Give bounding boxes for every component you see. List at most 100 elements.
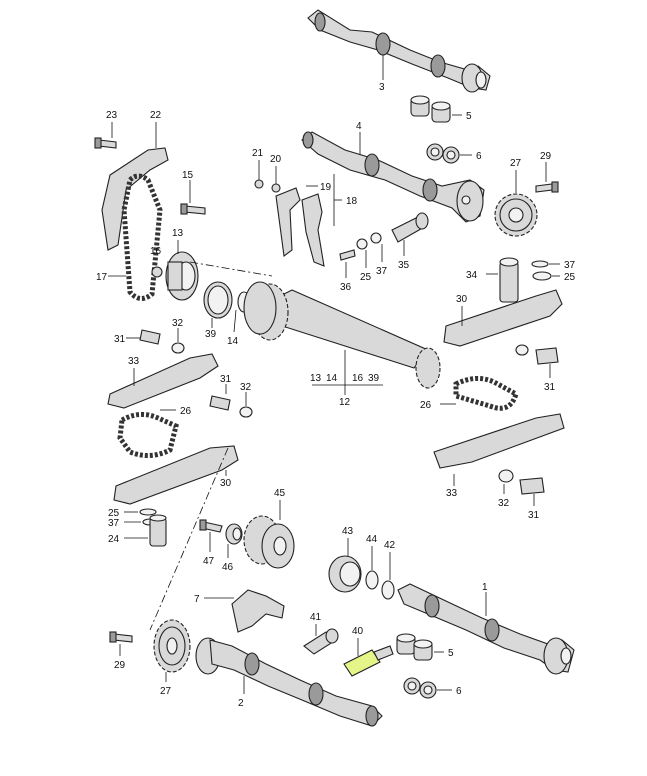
callout-7: 7 xyxy=(194,594,200,605)
bolt-36 xyxy=(339,249,356,261)
callout-45: 45 xyxy=(274,488,286,499)
spacer-46 xyxy=(225,523,243,545)
callout-37-left: 37 xyxy=(108,518,120,529)
o-ring-32-right-lower xyxy=(498,469,514,483)
seal-25-mid xyxy=(356,238,368,250)
timing-chain-17 xyxy=(121,173,163,301)
callout-25-right: 25 xyxy=(564,272,576,283)
callout-15: 15 xyxy=(182,170,194,181)
callout-32-left-mid: 32 xyxy=(240,382,252,393)
callout-22: 22 xyxy=(150,110,162,121)
callout-31-right-lower: 31 xyxy=(528,510,540,521)
sprocket-27-bottom xyxy=(153,619,191,673)
callout-17: 17 xyxy=(96,272,108,283)
callout-36: 36 xyxy=(340,282,352,293)
assembly-centerline-upper xyxy=(189,261,273,277)
tappet-43 xyxy=(328,555,362,593)
valve-40-highlighted xyxy=(343,645,394,677)
ring-37-right xyxy=(531,260,549,268)
callout-4: 4 xyxy=(356,121,362,132)
guide-rail-30-right xyxy=(443,289,563,347)
tappet-pair-bottom xyxy=(396,633,433,661)
callout-14-shaft: 14 xyxy=(326,373,338,384)
camshaft-1 xyxy=(397,583,575,675)
bolt-23 xyxy=(94,137,117,149)
callout-32-right-lower: 32 xyxy=(498,498,510,509)
callout-24: 24 xyxy=(108,534,120,545)
chain-tensioner-24 xyxy=(149,514,167,547)
callout-30-left: 30 xyxy=(220,478,232,489)
chain-tensioner-35 xyxy=(391,212,429,243)
callout-37-right: 37 xyxy=(564,260,576,271)
callout-43: 43 xyxy=(342,526,354,537)
bolt-29-top xyxy=(535,181,559,193)
callout-5-bottom: 5 xyxy=(448,648,454,659)
callout-26-left: 26 xyxy=(180,406,192,417)
callout-47: 47 xyxy=(203,556,215,567)
callout-25-mid: 25 xyxy=(360,272,372,283)
callout-27-bottom: 27 xyxy=(160,686,172,697)
callout-39-left: 39 xyxy=(205,329,217,340)
o-ring-32-right-upper xyxy=(515,344,529,356)
callout-12: 12 xyxy=(339,397,351,408)
bolt-31-right-lower xyxy=(519,477,545,495)
timing-chain-26-left xyxy=(117,412,179,458)
sprocket-27-top xyxy=(494,193,538,237)
callout-31-left-mid: 31 xyxy=(220,374,232,385)
seal-25-left xyxy=(139,508,157,516)
guide-rail-33-left xyxy=(107,353,219,409)
sensor-41 xyxy=(303,628,339,655)
callout-19: 19 xyxy=(320,182,332,193)
chain-tensioner-34 xyxy=(499,257,519,303)
bolt-47 xyxy=(199,519,223,533)
callout-13-shaft: 13 xyxy=(310,373,322,384)
bolt-31-right-upper xyxy=(535,347,559,365)
washer-16 xyxy=(151,266,163,278)
bolt-31-left-upper xyxy=(139,329,161,345)
callout-35: 35 xyxy=(398,260,410,271)
callout-46: 46 xyxy=(222,562,234,573)
callout-26-right: 26 xyxy=(420,400,432,411)
camshaft-2 xyxy=(195,637,383,727)
bolt-15 xyxy=(180,203,206,215)
bolt-31-left-mid xyxy=(209,395,231,411)
callout-6-bottom: 6 xyxy=(456,686,462,697)
callout-13-left: 13 xyxy=(172,228,184,239)
seal-25-right xyxy=(532,271,552,281)
callout-41: 41 xyxy=(310,612,322,623)
callout-33-left: 33 xyxy=(128,356,140,367)
callout-1: 1 xyxy=(482,582,488,593)
tensioner-guides-18-19 xyxy=(275,187,325,267)
ring-37-mid xyxy=(370,232,382,244)
callout-2: 2 xyxy=(238,698,244,709)
camshaft-4 xyxy=(301,131,485,223)
callout-3: 3 xyxy=(379,82,385,93)
chain-sprocket-hub-13 xyxy=(165,251,199,301)
callout-31-right-upper: 31 xyxy=(544,382,556,393)
callout-31-left-upper: 31 xyxy=(114,334,126,345)
seal-ring-39 xyxy=(203,281,233,319)
o-ring-44 xyxy=(365,570,379,590)
callout-29-bottom: 29 xyxy=(114,660,126,671)
callout-30-right: 30 xyxy=(456,294,468,305)
callout-33-right: 33 xyxy=(446,488,458,499)
callout-29-top: 29 xyxy=(540,151,552,162)
callout-37-mid: 37 xyxy=(376,266,388,277)
camshaft-top xyxy=(307,9,491,93)
guide-rail-22 xyxy=(101,147,169,251)
callout-16-shaft: 16 xyxy=(352,373,364,384)
callout-23: 23 xyxy=(106,110,118,121)
timing-chain-26-right xyxy=(453,376,519,411)
tappet-pair-top xyxy=(410,95,451,123)
callout-44: 44 xyxy=(366,534,378,545)
o-ring-32-left-mid xyxy=(239,406,253,418)
callout-39-shaft: 39 xyxy=(368,373,380,384)
callout-40: 40 xyxy=(352,626,364,637)
seal-42 xyxy=(381,580,395,600)
o-ring-32-left-upper xyxy=(171,342,185,354)
callout-25-left: 25 xyxy=(108,508,120,519)
washer-20 xyxy=(271,183,281,193)
intermediate-shaft-12 xyxy=(243,281,441,389)
bracket-7 xyxy=(231,589,285,633)
